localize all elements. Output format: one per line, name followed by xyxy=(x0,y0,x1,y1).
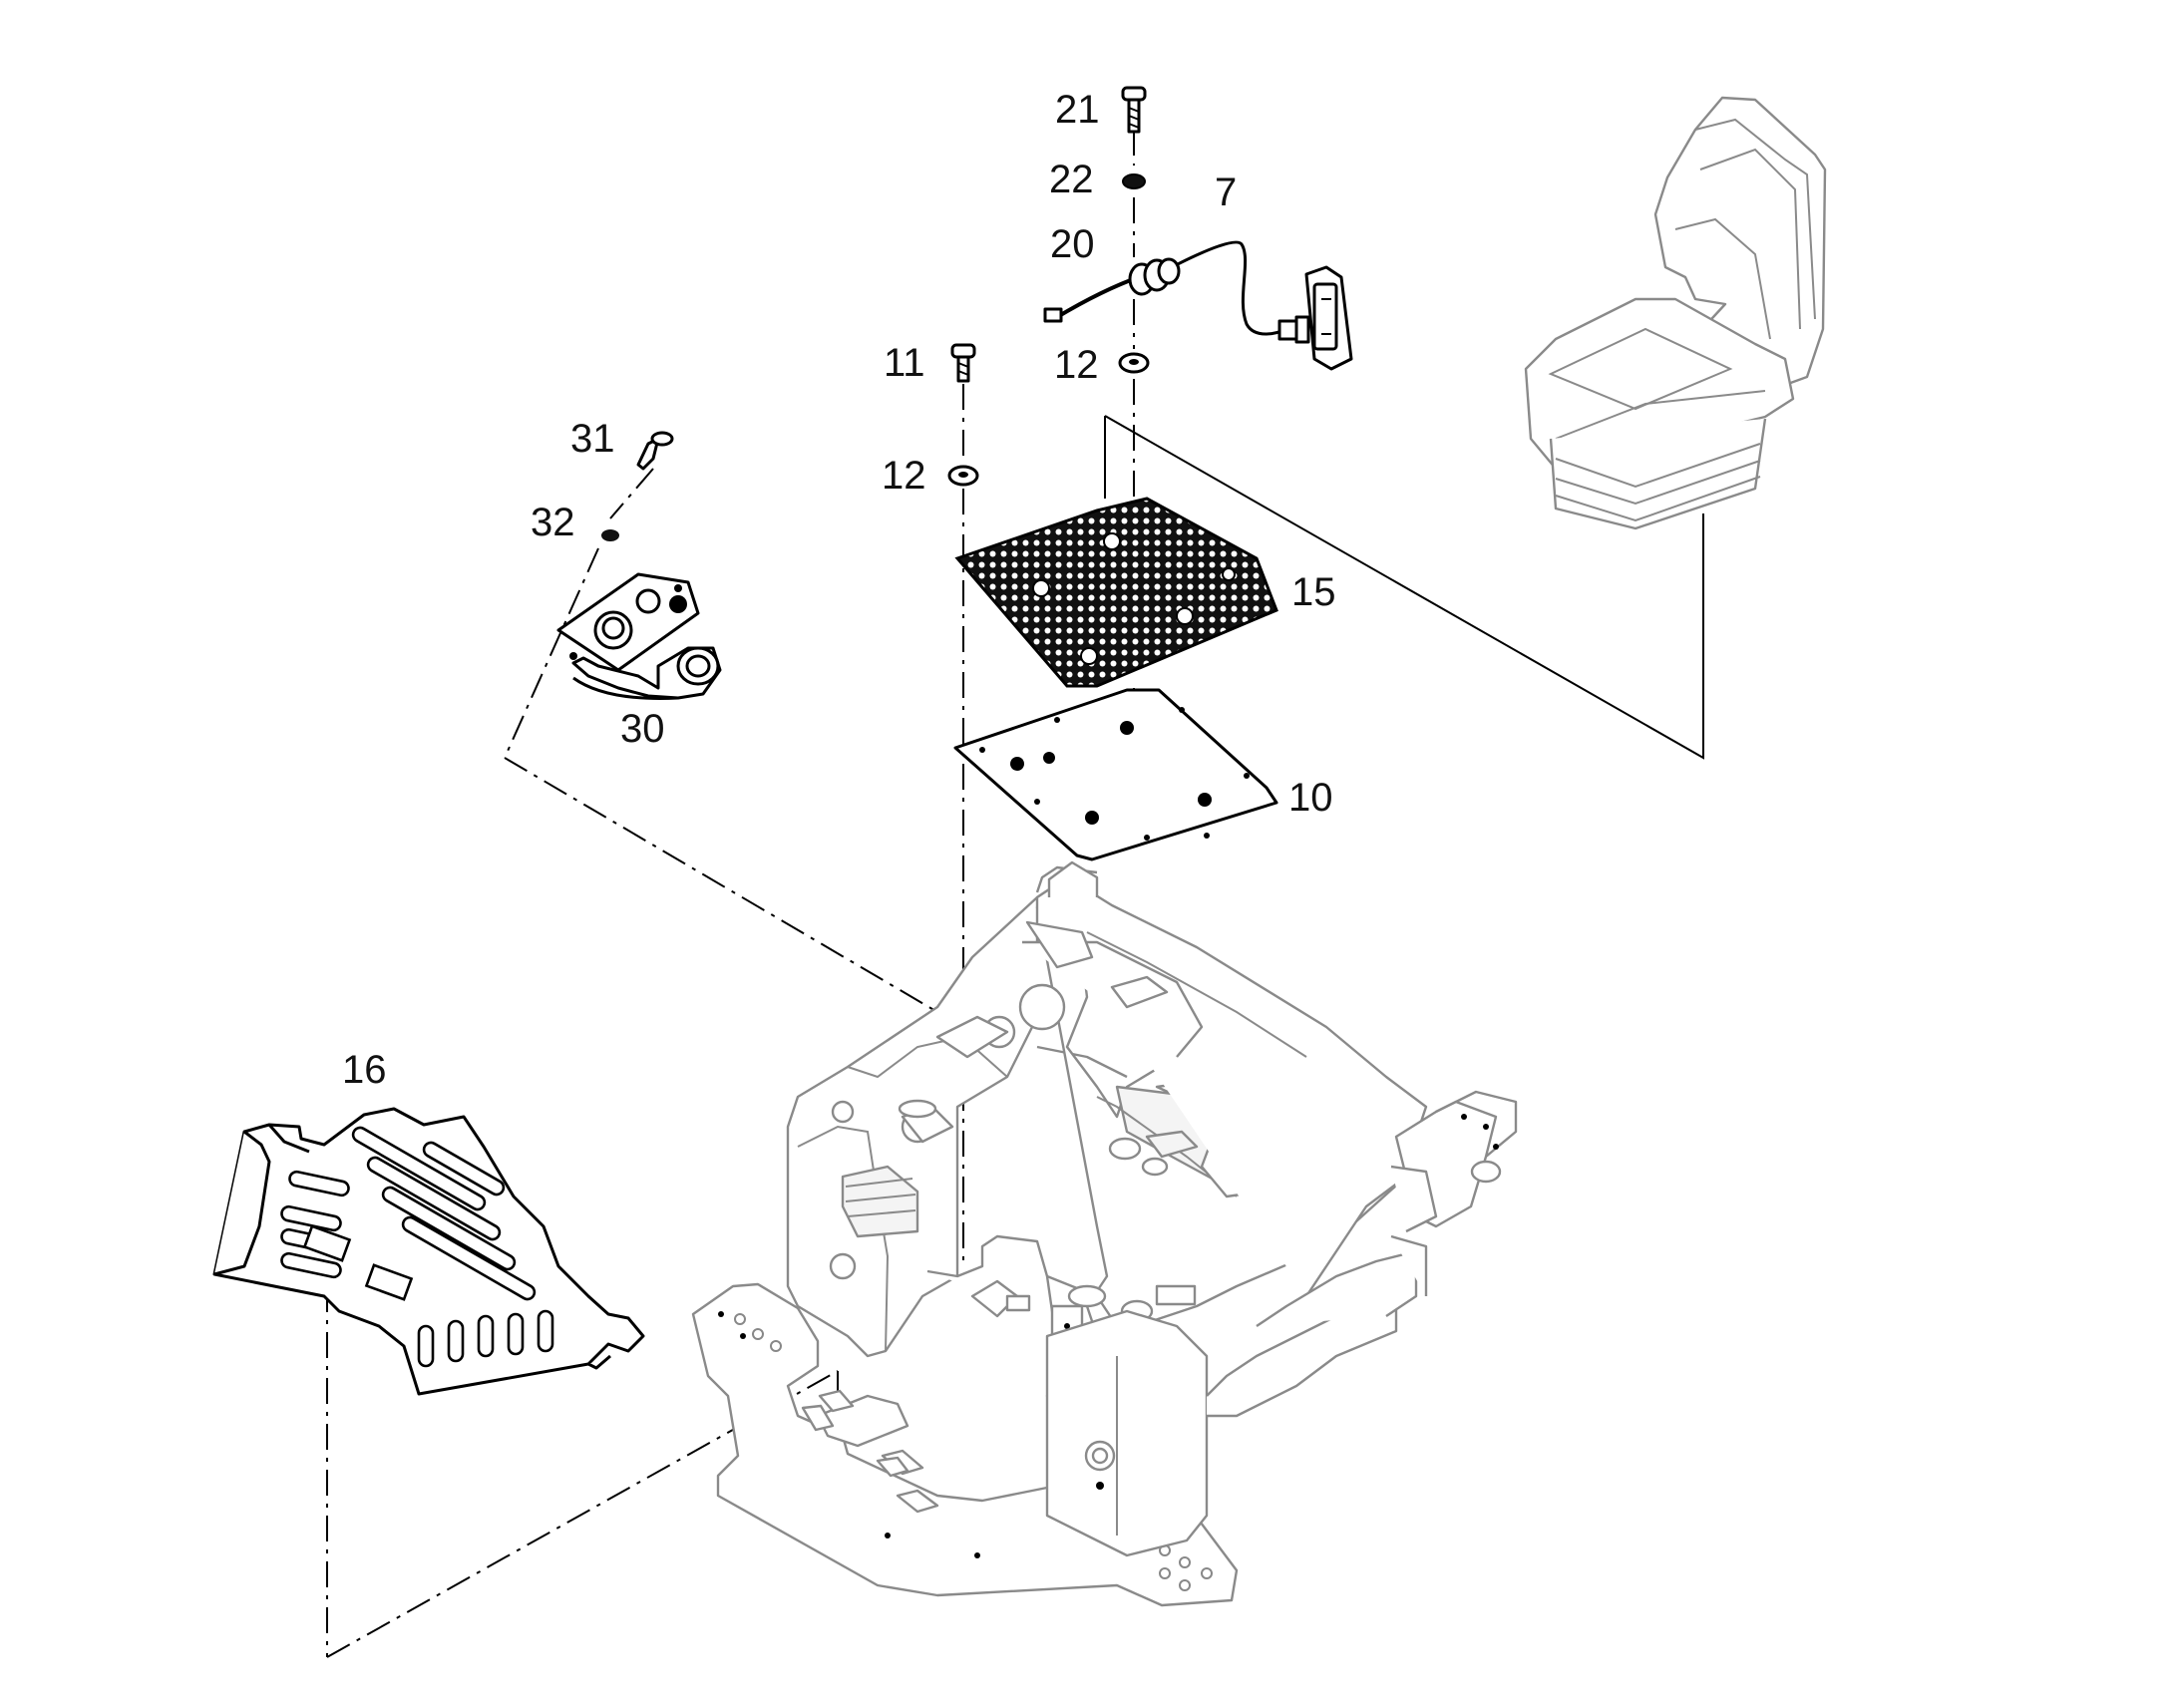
callout-22: 22 xyxy=(1049,158,1094,201)
callout-15: 15 xyxy=(1291,570,1336,614)
callout-31: 31 xyxy=(570,417,615,461)
operator-platform-frame xyxy=(691,860,1518,1607)
washer-22 xyxy=(1122,173,1146,189)
callout-32: 32 xyxy=(531,501,575,544)
floor-mat-16 xyxy=(212,1107,645,1396)
washer-12-right xyxy=(1118,352,1150,374)
callout-21: 21 xyxy=(1055,88,1100,132)
callout-7: 7 xyxy=(1215,171,1237,214)
bolt-21 xyxy=(1121,86,1147,134)
operator-seat xyxy=(1524,96,1827,530)
base-plate-10 xyxy=(953,688,1278,861)
callout-labels: 21 22 7 20 11 12 31 12 32 15 30 10 16 xyxy=(342,88,1336,1092)
seat-switch-cable-7 xyxy=(1043,240,1353,371)
callout-12-left: 12 xyxy=(882,454,926,498)
switch-panel-30 xyxy=(556,572,722,700)
bolt-31 xyxy=(636,431,674,471)
washer-12-left xyxy=(947,465,979,487)
callout-30: 30 xyxy=(620,707,665,751)
callout-12-right: 12 xyxy=(1054,343,1099,387)
callout-20: 20 xyxy=(1050,222,1095,266)
mesh-mat-15 xyxy=(954,497,1278,688)
washer-32 xyxy=(601,529,619,541)
bolt-11 xyxy=(950,343,976,383)
callout-11: 11 xyxy=(884,341,925,385)
grommet-20 xyxy=(1128,257,1181,296)
assembly-lines xyxy=(326,130,1704,1658)
callout-16: 16 xyxy=(342,1048,387,1092)
callout-10: 10 xyxy=(1288,776,1333,820)
